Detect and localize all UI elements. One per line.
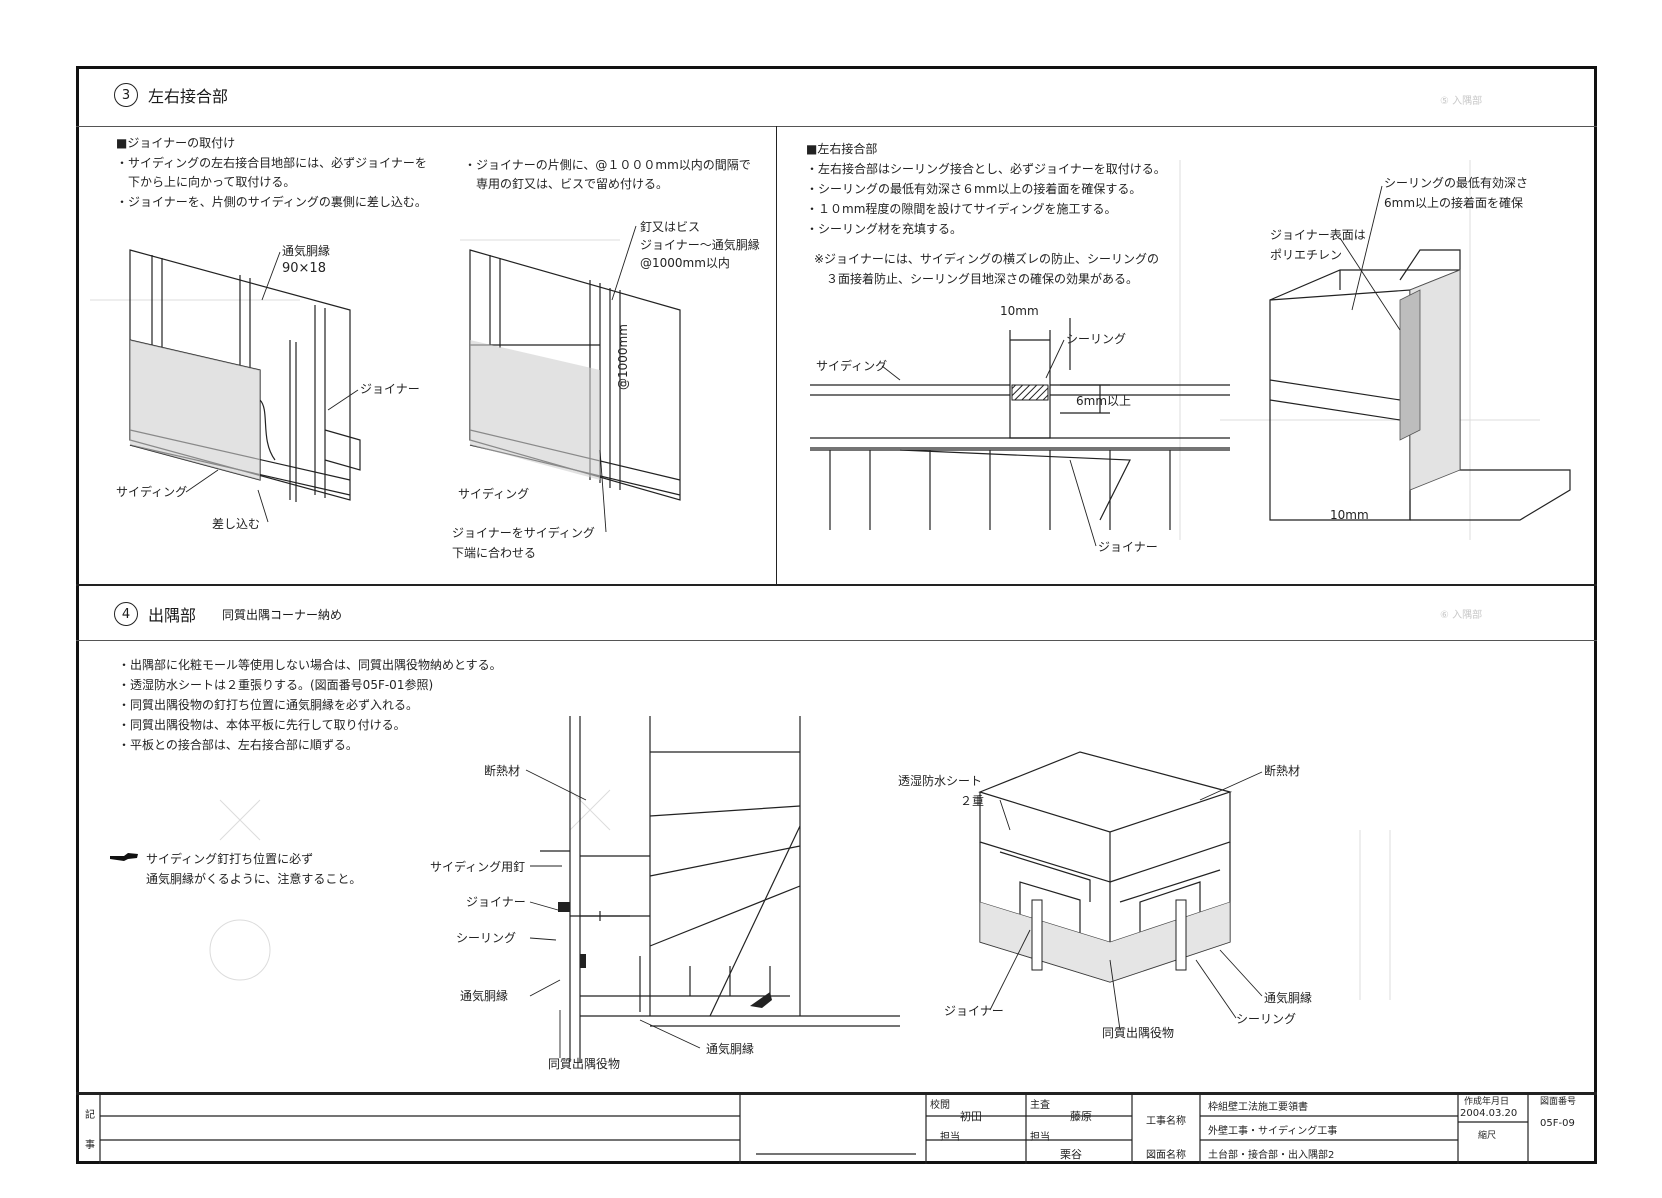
corner-bullet: ・平板との接合部は、左右接合部に順ずる。 (118, 738, 358, 752)
titleblock-work-label: 工事名称 (1146, 1116, 1186, 1127)
titleblock-drawing-label: 図面名称 (1146, 1150, 1186, 1161)
joint-iso-figure (1260, 230, 1580, 530)
joint-bullet: ・シーリング材を充填する。 (806, 222, 963, 236)
joint-heading: ■左右接合部 (806, 142, 878, 156)
ghost-text: ⑤ 入隅部 (1440, 96, 1483, 107)
titleblock-remark: 記 (85, 1110, 95, 1121)
corner-iso-figure (980, 752, 1300, 1012)
corner-bullet: ・出隅部に化粧モール等使用しない場合は、同質出隅役物納めとする。 (118, 658, 502, 672)
fig3-label-sealing: シーリング (1066, 332, 1127, 346)
joiner-insert-figure (110, 230, 390, 540)
drawing-frame (76, 66, 1597, 1164)
fig2-label-align: 下端に合わせる (452, 546, 537, 560)
fig5-label-joiner: ジョイナー (466, 895, 526, 909)
fig6-label-sealing: シーリング (1236, 1012, 1297, 1026)
joint-note: ３面接着防止、シーリング目地深さの確保の効果がある。 (814, 272, 1139, 286)
fig4-label-10mm: 10mm (1330, 508, 1369, 522)
titleblock-charge-label: 担当 (940, 1132, 960, 1143)
fig4-label-min: 6mm以上の接着面を確保 (1384, 196, 1524, 210)
divider (76, 126, 1597, 127)
fig1-label-joiner: ジョイナー (360, 382, 420, 396)
fig6-label-vent: 通気胴縁 (1264, 991, 1313, 1005)
section-number: 4 (114, 602, 138, 626)
titleblock-date: 2004.03.20 (1460, 1108, 1518, 1119)
fig1-label-insert: 差し込む (212, 517, 261, 531)
section-subtitle: 同質出隅コーナー納め (222, 607, 343, 622)
fig2-label-nail: ジョイナー～通気胴縁 (640, 238, 760, 252)
joiner-install-bullet: ・ジョイナーの片側に、@１０００mm以内の間隔で (464, 158, 751, 172)
fig1-label-siding: サイディング (116, 485, 188, 499)
titleblock-scale-label: 縮尺 (1478, 1131, 1497, 1141)
joiner-install-bullet: ・ジョイナーを、片側のサイディングの裏側に差し込む。 (116, 195, 427, 209)
fig1-label-vent: 通気胴縁 (282, 244, 331, 258)
section-number: 3 (114, 83, 138, 107)
fig4-label-surface: ジョイナー表面は (1270, 228, 1366, 242)
section-3-title: 3 左右接合部 (114, 83, 228, 107)
section-4-title: 4 出隅部 同質出隅コーナー納め (114, 602, 342, 626)
titleblock-work-name: 枠組壁工法施工要領書 (1208, 1102, 1308, 1113)
fig4-label-surface: ポリエチレン (1270, 248, 1343, 262)
fig6-label-sheet: ２重 (960, 794, 985, 808)
titleblock-chief-name: 藤原 (1070, 1110, 1092, 1123)
fig3-label-siding: サイディング (816, 359, 888, 373)
caution-note: 通気胴縁がくるように、注意すること。 (146, 872, 362, 886)
titleblock-drawing-name: 土台部・接合部・出入隅部2 (1208, 1150, 1335, 1161)
joint-section-figure (810, 300, 1230, 530)
corner-plan-figure (540, 716, 900, 1062)
joint-bullet: ・左右接合部はシーリング接合とし、必ずジョイナーを取付ける。 (806, 162, 1166, 176)
joiner-install-heading: ■ジョイナーの取付け (116, 136, 236, 150)
fig5-label-vent: 通気胴縁 (706, 1042, 755, 1056)
title-block-grid (76, 1092, 1597, 1164)
divider (776, 126, 777, 584)
fig2-label-nail: @1000mm以内 (640, 256, 730, 270)
section-title: 出隅部 (148, 606, 197, 625)
fig1-label-size: 90×18 (282, 261, 326, 276)
titleblock-date-label: 作成年月日 (1464, 1097, 1510, 1107)
fig5-label-corner: 同質出隅役物 (548, 1057, 621, 1071)
joint-bullet: ・シーリングの最低有効深さ６mm以上の接着面を確保する。 (806, 182, 1142, 196)
titleblock-charge-label: 担当 (1030, 1132, 1050, 1143)
titleblock-check-name: 初田 (960, 1110, 982, 1123)
joint-note: ※ジョイナーには、サイディングの横ズレの防止、シーリングの (814, 252, 1159, 266)
fig4-label-min: シーリングの最低有効深さ (1384, 176, 1529, 190)
pointing-hand-icon (110, 853, 138, 861)
joiner-install-bullet: 専用の釘又は、ビスで留め付ける。 (464, 177, 669, 191)
fig2-label-siding: サイディング (458, 487, 530, 501)
joiner-install-bullet: ・サイディングの左右接合目地部には、必ずジョイナーを (116, 156, 427, 170)
divider (76, 584, 1597, 586)
fig6-label-sheet: 透湿防水シート (898, 774, 983, 788)
divider (76, 640, 1597, 641)
fig3-label-10mm: 10mm (1000, 304, 1039, 318)
titleblock-check-label: 校閲 (930, 1100, 950, 1111)
titleblock-number-label: 図面番号 (1540, 1097, 1577, 1107)
fig2-label-nail: 釘又はビス (640, 220, 701, 234)
titleblock-work-name: 外壁工事・サイディング工事 (1208, 1126, 1338, 1137)
corner-bullet: ・同質出隅役物は、本体平板に先行して取り付ける。 (118, 718, 406, 732)
joint-bullet: ・１０mm程度の隙間を設けてサイディングを施工する。 (806, 202, 1117, 216)
joiner-install-bullet: 下から上に向かって取付ける。 (116, 175, 296, 189)
fig5-label-vent: 通気胴縁 (460, 989, 509, 1003)
fig6-label-joiner: ジョイナー (944, 1004, 1004, 1018)
fig6-label-insulation: 断熱材 (1264, 764, 1301, 778)
fig5-label-insulation: 断熱材 (484, 764, 521, 778)
joiner-nail-figure (460, 230, 710, 540)
ghost-text: ⑥ 入隅部 (1440, 610, 1483, 621)
title-block (76, 1092, 1597, 1164)
fig5-label-nail: サイディング用釘 (430, 860, 526, 874)
fig3-label-joiner: ジョイナー (1098, 540, 1158, 554)
titleblock-number: 05F-09 (1540, 1118, 1575, 1129)
corner-bullet: ・同質出隅役物の釘打ち位置に通気胴縁を必ず入れる。 (118, 698, 419, 712)
corner-bullet: ・透湿防水シートは２重張りする。(図面番号05F-01参照) (118, 678, 434, 692)
caution-note: サイディング釘打ち位置に必ず (146, 852, 314, 866)
titleblock-chief-label: 主査 (1030, 1100, 1050, 1111)
fig5-label-sealing: シーリング (456, 931, 517, 945)
fig2-label-align: ジョイナーをサイディング (452, 526, 595, 540)
titleblock-charge-name: 栗谷 (1060, 1148, 1082, 1161)
section-title: 左右接合部 (148, 87, 229, 106)
titleblock-remark: 事 (85, 1140, 95, 1151)
fig3-label-6mm: 6mm以上 (1076, 394, 1132, 408)
